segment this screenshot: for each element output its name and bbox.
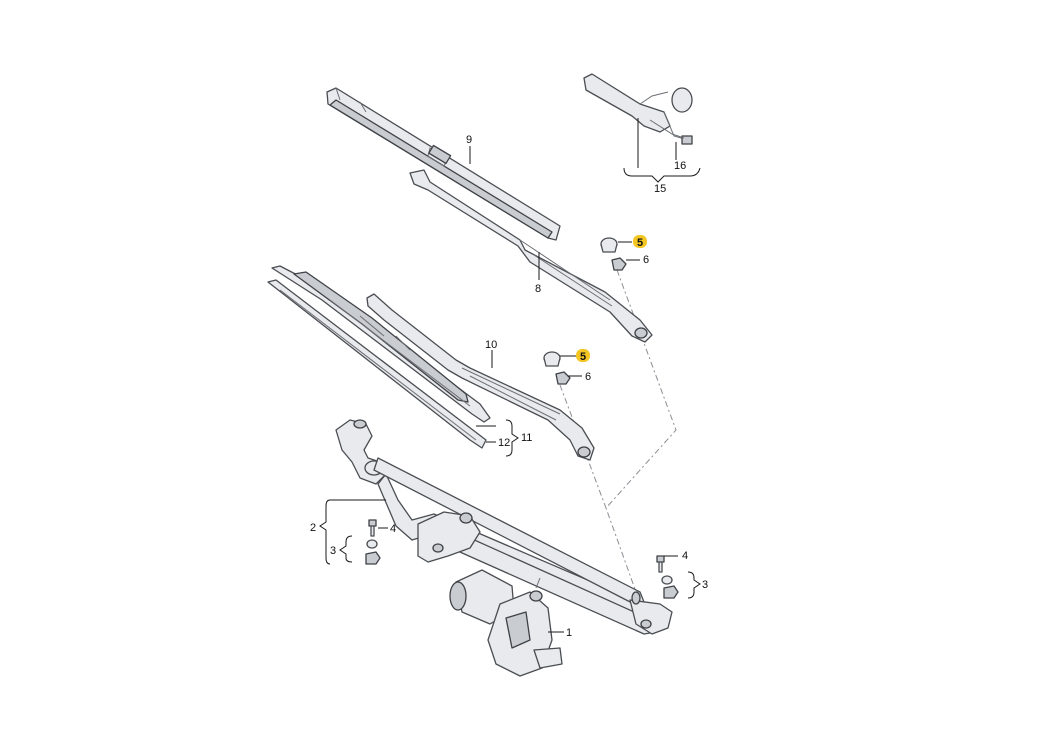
callout-5-upper[interactable]: 5 [637, 237, 643, 249]
callout-9[interactable]: 9 [466, 134, 472, 146]
sensor-connector [649, 119, 685, 139]
nut-right[interactable] [663, 585, 679, 599]
wiper-linkage-frame[interactable] [335, 419, 673, 635]
leader-lines [319, 118, 701, 633]
lower-wiper-blade[interactable] [271, 265, 491, 423]
nut-left[interactable] [365, 551, 381, 565]
callout-6-lower[interactable]: 6 [585, 371, 591, 383]
lower-wiper-arm[interactable] [366, 293, 595, 461]
callout-3-right[interactable]: 3 [702, 579, 708, 591]
sensor-unit[interactable] [583, 73, 693, 145]
highlight-badge-5-lower [576, 349, 590, 362]
wiper-arm-nut-lower[interactable] [555, 371, 571, 385]
upper-wiper-blade[interactable] [326, 87, 561, 241]
wiper-arm-nut-upper[interactable] [611, 257, 627, 271]
wiper-arm-cap-upper[interactable] [600, 237, 618, 253]
bolt-left[interactable] [368, 519, 377, 537]
callout-12[interactable]: 12 [498, 437, 510, 449]
callout-10[interactable]: 10 [485, 339, 497, 351]
callout-16[interactable]: 16 [674, 160, 686, 172]
callout-15[interactable]: 15 [654, 183, 666, 195]
bolt-right[interactable] [656, 555, 665, 573]
wiper-blade-insert[interactable] [267, 279, 487, 449]
washer-left[interactable] [366, 539, 378, 549]
upper-wiper-arm[interactable] [409, 169, 653, 343]
callout-11[interactable]: 11 [521, 432, 532, 444]
wiper-motor[interactable] [449, 569, 563, 677]
wiper-arm-cap-lower[interactable] [543, 351, 561, 367]
callout-4-right[interactable]: 4 [682, 550, 688, 562]
highlight-badge-5-upper [633, 235, 647, 248]
callout-6-upper[interactable]: 6 [643, 254, 649, 266]
callout-5-lower[interactable]: 5 [580, 351, 586, 363]
callout-3-left[interactable]: 3 [330, 545, 336, 557]
callout-2[interactable]: 2 [310, 522, 316, 534]
callout-1[interactable]: 1 [566, 627, 572, 639]
callout-4-left[interactable]: 4 [390, 523, 396, 535]
washer-right[interactable] [661, 575, 673, 585]
callout-8[interactable]: 8 [535, 283, 541, 295]
